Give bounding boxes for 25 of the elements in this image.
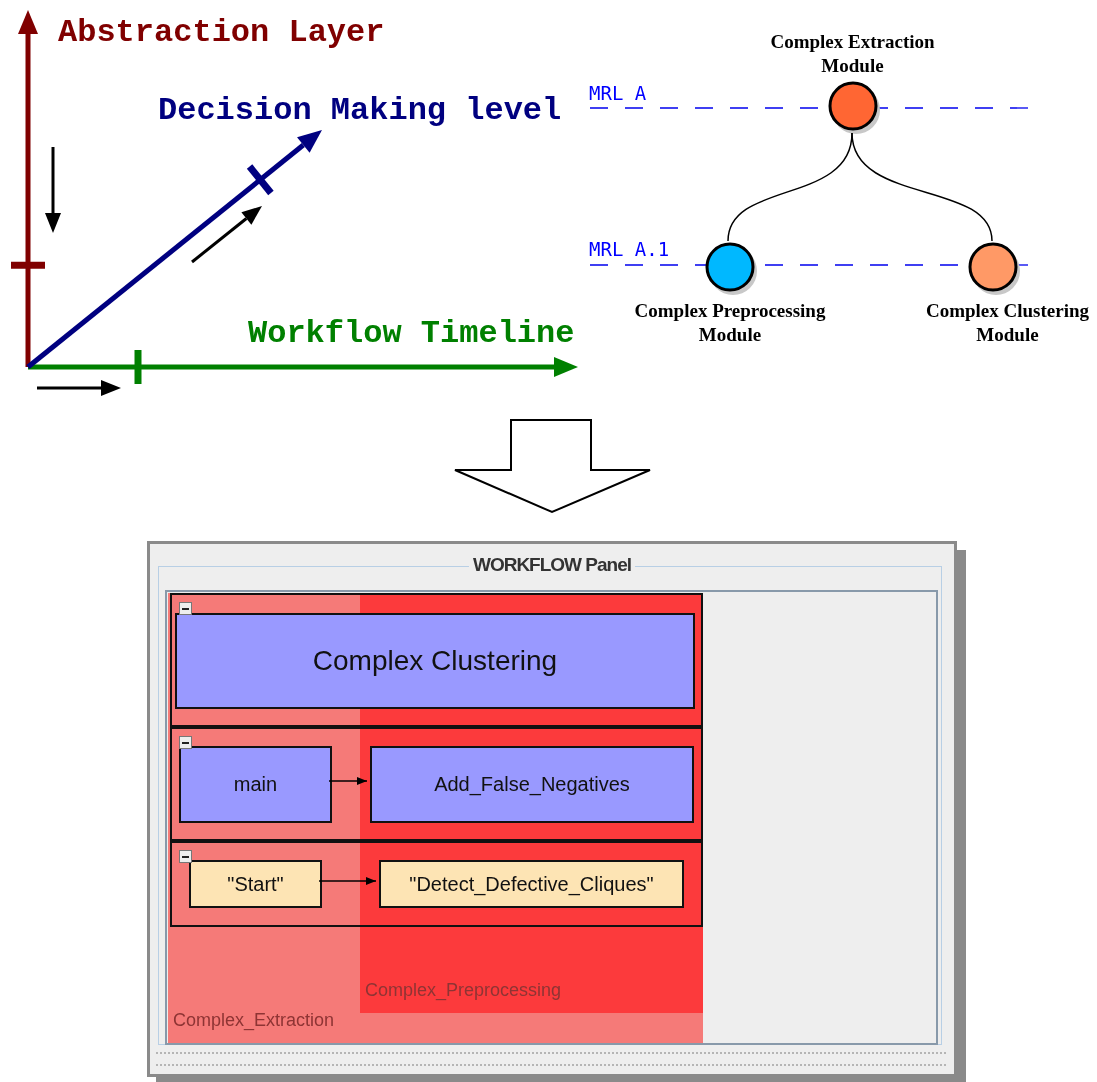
task-box (179, 746, 332, 823)
box-label: Add_False_Negatives (434, 773, 630, 796)
arrow (318, 877, 377, 885)
task-box (175, 613, 695, 709)
box-label: "Start" (227, 872, 284, 896)
arrow (328, 777, 368, 785)
state-box (189, 860, 322, 908)
level-label: MRL A.1 (589, 238, 670, 260)
region-label: Complex_Extraction (173, 1010, 335, 1031)
node-label: Complex Clustering Module (924, 299, 1091, 347)
node-label: Complex Preprocessing Module (633, 299, 827, 347)
box-label: main (233, 773, 278, 796)
axis-label: Decision Making level (158, 92, 562, 129)
block-arrow (454, 419, 651, 514)
task-box (370, 746, 694, 823)
axis-label: Abstraction Layer (58, 14, 385, 51)
region-label: Complex_Preprocessing (365, 980, 562, 1001)
state-box (379, 860, 684, 908)
region-area (168, 593, 703, 1043)
box-label: "Detect_Defective_Cliques" (409, 872, 654, 896)
axis-label: Workflow Timeline (248, 315, 575, 352)
level-label: MRL A (589, 82, 647, 104)
node-label: Complex Extraction Module (769, 30, 936, 78)
box-label: Complex Clustering (312, 645, 558, 677)
connector-line (851, 132, 993, 242)
